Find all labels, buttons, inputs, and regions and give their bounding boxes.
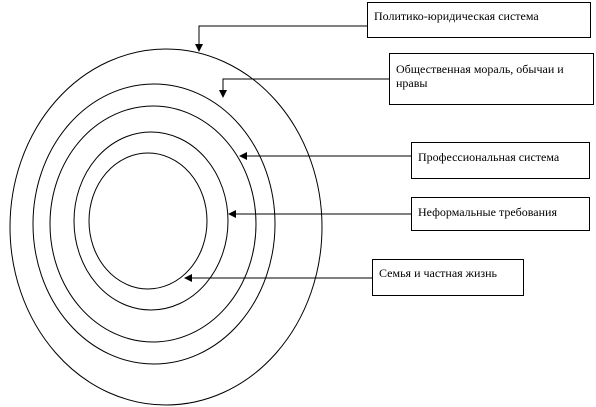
label-political-legal-system: Политико-юридическая система: [367, 2, 591, 38]
label-professional-text: Профессиональная система: [418, 150, 560, 164]
label-public-morality: Общественная мораль, обычаи и нравы: [389, 53, 594, 105]
arrow-morality: [219, 78, 389, 98]
label-political-text: Политико-юридическая система: [374, 9, 539, 23]
label-morality-text: Общественная мораль, обычаи и нравы: [396, 62, 564, 90]
circle-political: [9, 48, 323, 406]
circle-family: [88, 152, 208, 290]
label-informal-text: Неформальные требования: [418, 205, 557, 219]
label-family-text: Семья и частная жизнь: [379, 266, 498, 280]
label-informal-requirements: Неформальные требования: [411, 197, 590, 231]
circle-morality: [32, 83, 276, 365]
label-professional-system: Профессиональная система: [411, 142, 590, 179]
circle-informal: [73, 131, 229, 311]
label-family-private-life: Семья и частная жизнь: [372, 259, 524, 296]
arrow-political: [195, 25, 367, 52]
circle-professional: [49, 105, 257, 343]
